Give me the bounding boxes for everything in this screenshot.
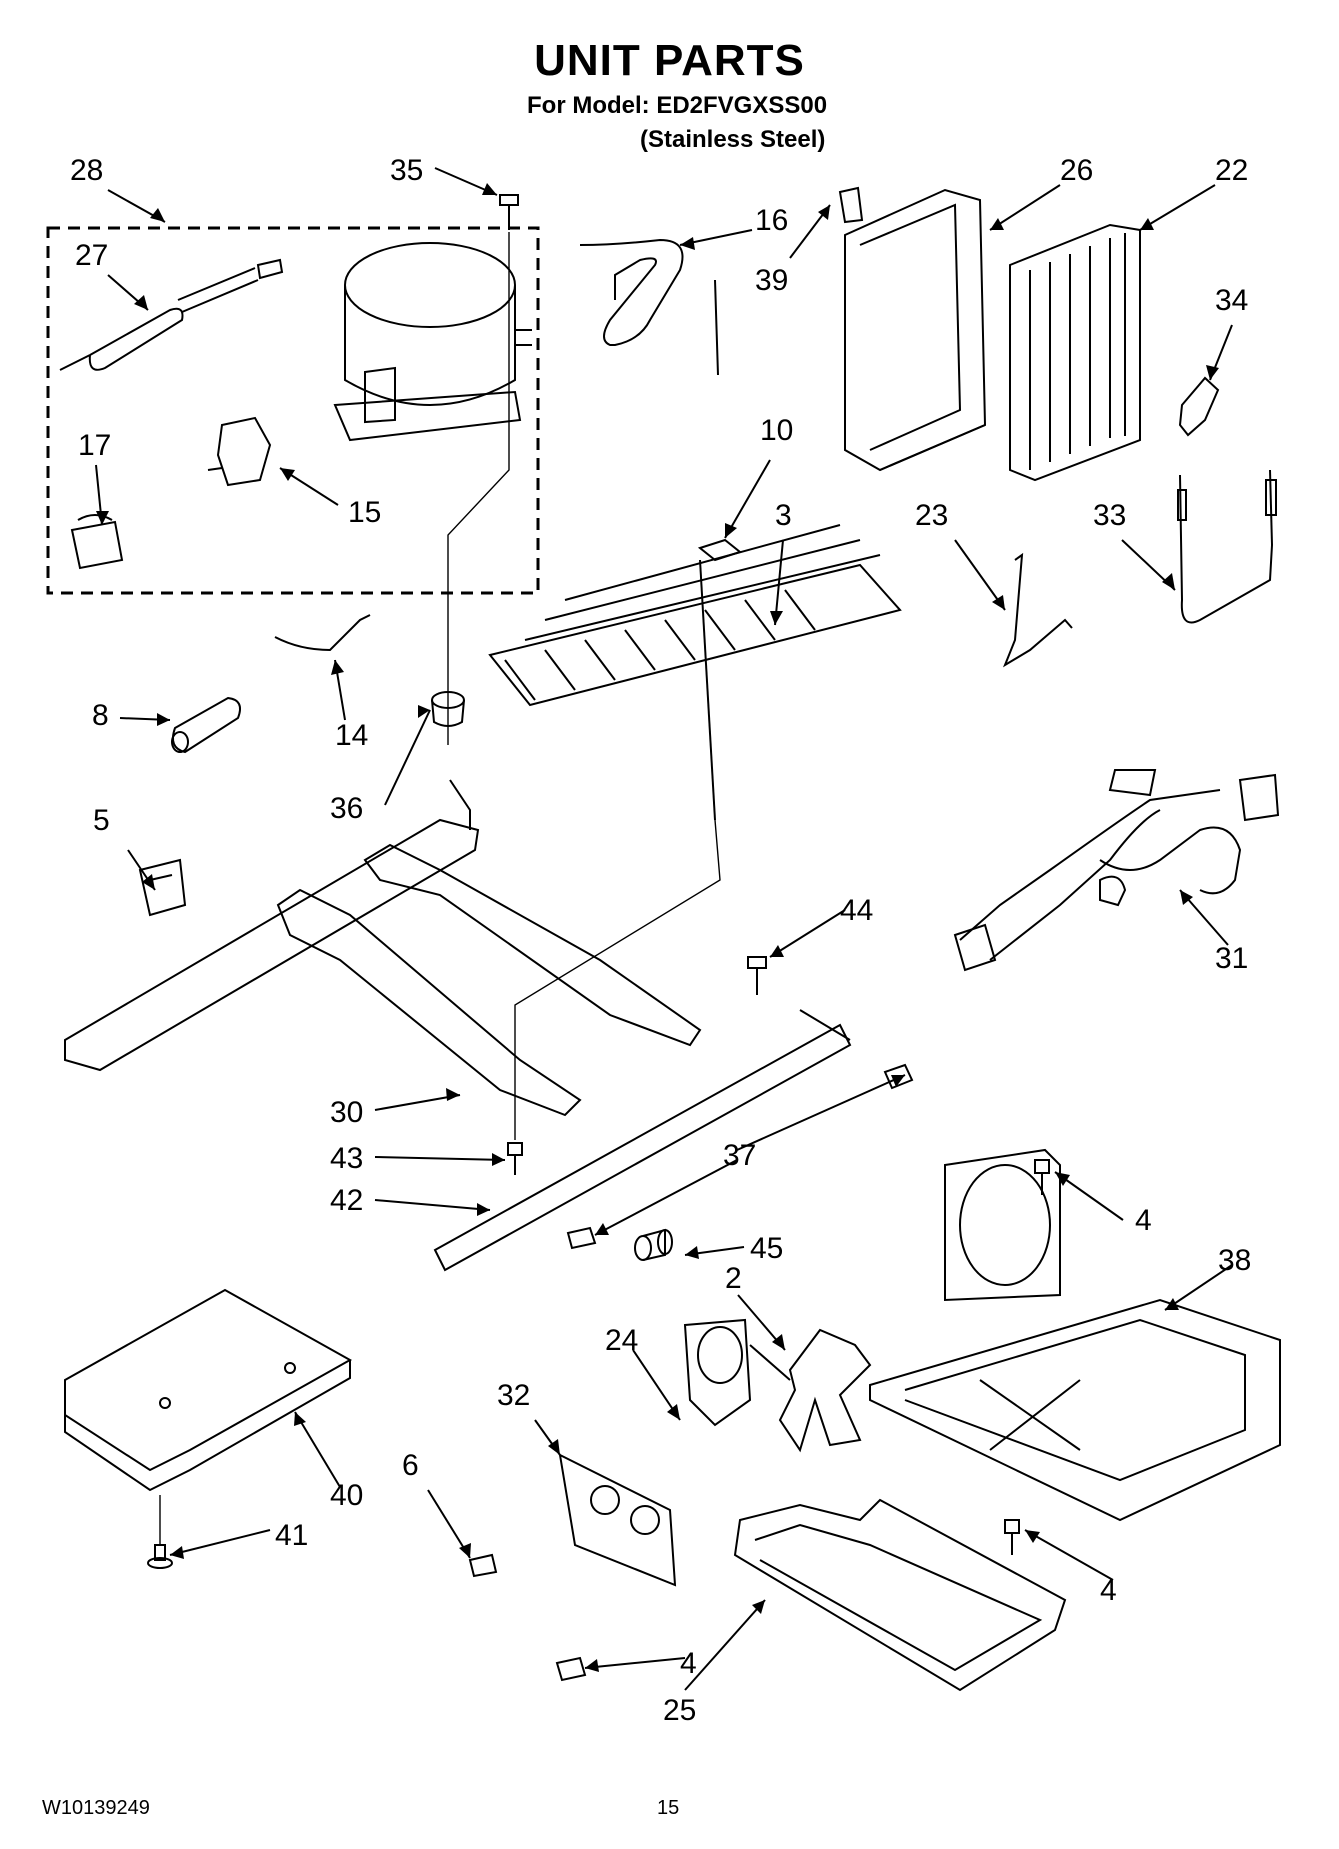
callout-8: 8 [92,699,109,732]
callout-34: 34 [1215,284,1248,317]
page-number: 15 [657,1797,680,1819]
fan-motor [683,1318,791,1427]
model-line: For Model: ED2FVGXSS00 [527,92,828,119]
condenser [1009,223,1141,482]
screw-4-top [1034,1159,1050,1195]
callout-26: 26 [1060,154,1093,187]
callout-3: 3 [775,499,792,532]
evaporator [488,524,902,821]
callout-28: 28 [70,154,103,187]
callout-39: 39 [755,264,788,297]
callout-30: 30 [330,1096,363,1129]
compressor-assembly-box [46,226,540,595]
screw-44 [747,956,767,995]
fan-shroud [869,1148,1281,1522]
callout-17: 17 [78,429,111,462]
callout-33: 33 [1093,499,1126,532]
screw-35 [499,194,519,230]
callout-44: 44 [840,894,873,927]
callout-5: 5 [93,804,110,837]
clip-34 [1178,376,1220,437]
callout-23: 23 [915,499,948,532]
callout-10: 10 [760,414,793,447]
callout-4a: 4 [1135,1204,1152,1237]
callout-15: 15 [348,496,381,529]
rail-42 [433,1009,852,1272]
tube-16 [579,238,719,376]
tube-33 [1177,469,1277,624]
callout-24: 24 [605,1324,638,1357]
callout-22: 22 [1215,154,1248,187]
callout-2: 2 [725,1262,742,1295]
clip-39 [838,186,864,224]
callout-4c: 4 [680,1647,697,1680]
base-frame [64,779,702,1117]
drain-pan [733,1498,1067,1692]
screw-43 [507,819,721,1175]
callout-42: 42 [330,1184,363,1217]
spacer-45 [634,1228,673,1261]
wire-14 [274,614,371,652]
callout-36: 36 [330,792,363,825]
clip-5 [138,858,187,917]
callout-37: 37 [723,1139,756,1172]
callout-31: 31 [1215,942,1248,975]
screw-rail [566,1226,597,1250]
sleeve-8 [171,696,241,754]
compressor [333,242,532,442]
screw-4-mid [1004,1519,1020,1555]
leader-lines [95,167,1233,1691]
callout-27: 27 [75,239,108,272]
callout-4b: 4 [1100,1574,1117,1607]
document-number: W10139249 [42,1797,150,1819]
finish-line: (Stainless Steel) [640,126,826,153]
callout-35: 35 [390,154,423,187]
callout-41: 41 [275,1519,308,1552]
callout-14: 14 [335,719,368,752]
screw-41 [147,1495,173,1569]
rod-23 [1002,552,1073,668]
callout-25: 25 [663,1694,696,1727]
cover-plate [64,1288,353,1492]
callout-45: 45 [750,1232,783,1265]
arrowheads [96,183,1219,1672]
fan-blade [778,1328,872,1453]
callout-38: 38 [1218,1244,1251,1277]
evaporator-cover [844,188,987,472]
callout-40: 40 [330,1479,363,1512]
motor-bracket [558,1453,677,1587]
wire-harness [953,769,1280,972]
callout-16: 16 [755,204,788,237]
relay [207,416,272,487]
callout-6: 6 [402,1449,419,1482]
page-title: UNIT PARTS [534,36,805,85]
grommet-36 [431,691,465,727]
callout-32: 32 [497,1379,530,1412]
callout-labels: 28 35 27 17 15 16 39 26 22 34 10 3 23 33… [70,154,1251,1727]
screw-6 [468,1553,498,1578]
overload-cover [70,514,124,570]
drier-tube [59,258,284,371]
callout-43: 43 [330,1142,363,1175]
screw-4-bottom [555,1656,587,1682]
